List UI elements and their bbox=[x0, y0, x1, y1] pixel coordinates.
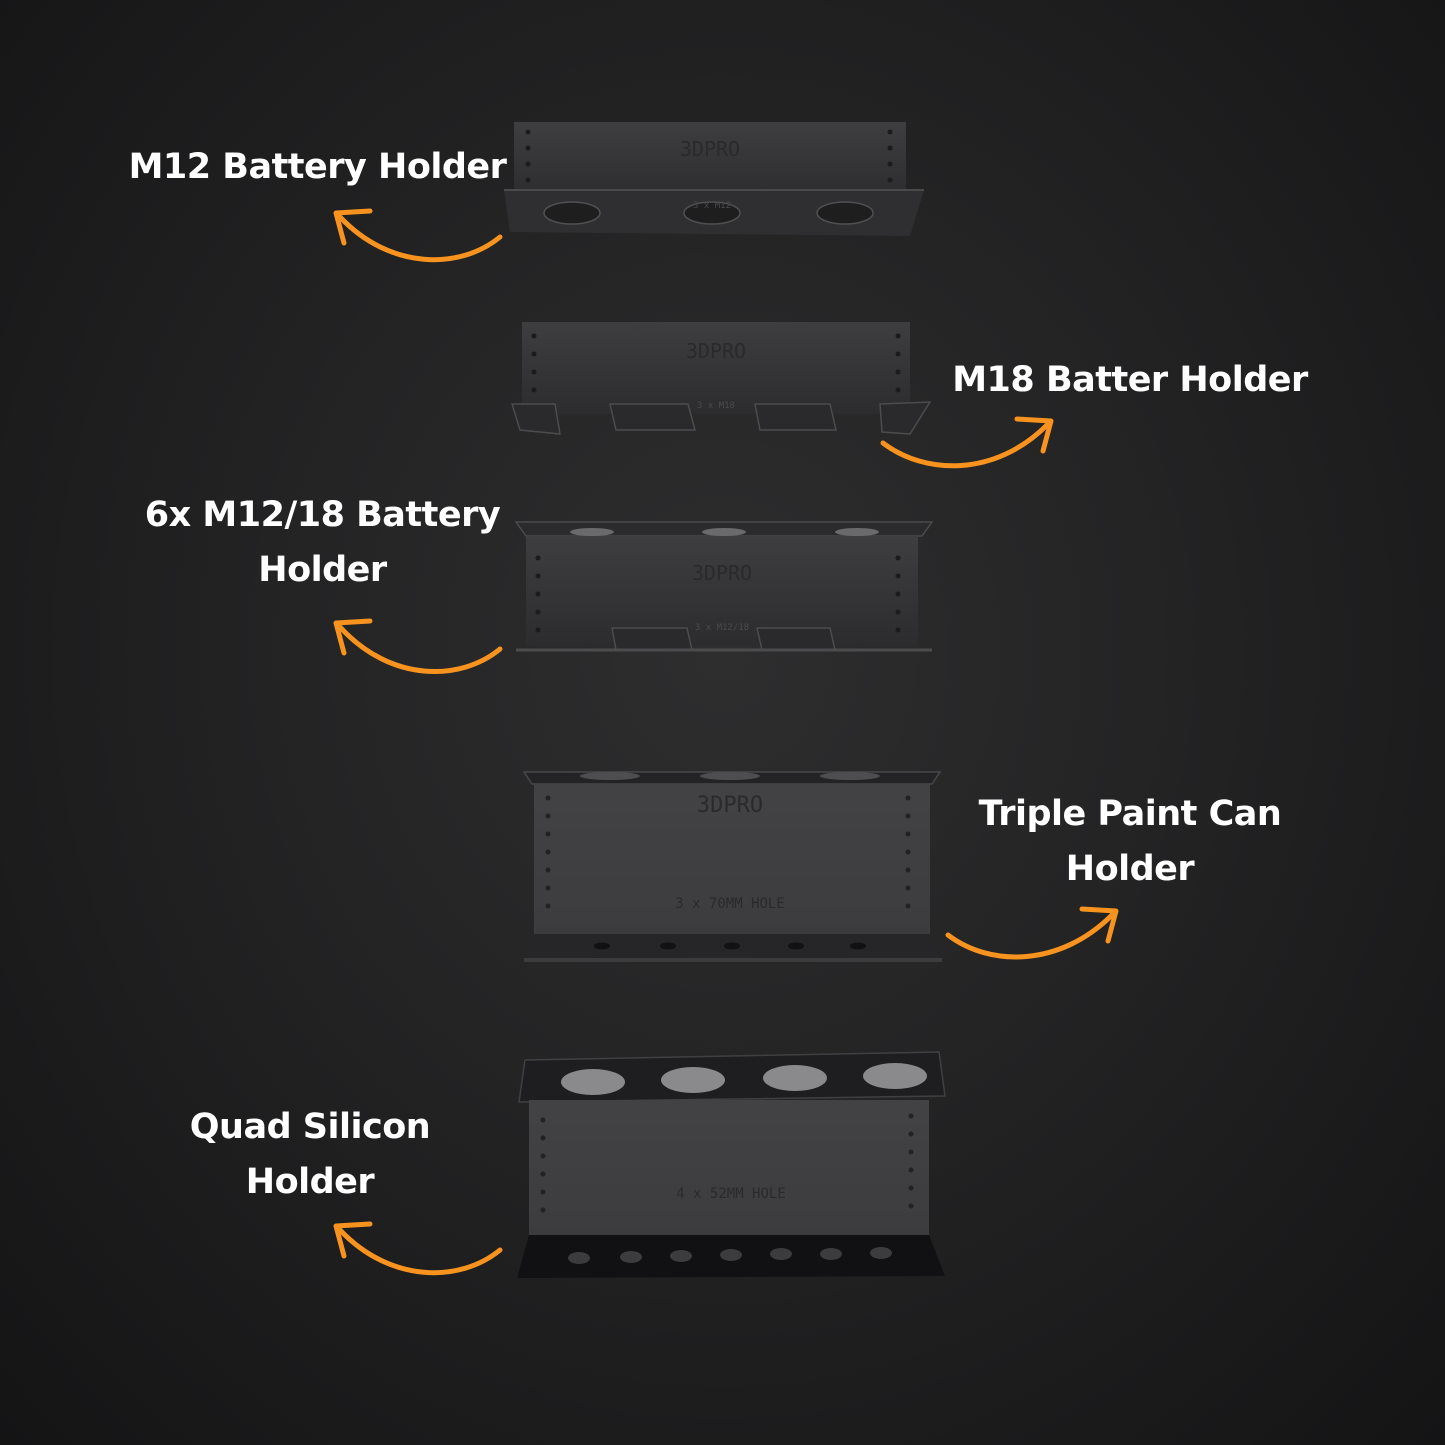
product-image-m12-holder: 3DPRO 3 x M12 bbox=[504, 122, 924, 236]
engraving-brand-m12: 3DPRO bbox=[680, 137, 740, 161]
label-quad-silicon-holder: Quad Silicon Holder bbox=[189, 1107, 431, 1202]
engraving-6x: 3 x M12/18 bbox=[695, 623, 749, 633]
engraving-m18: 3 x M18 bbox=[697, 401, 735, 411]
curved-arrow-icon-paint bbox=[945, 906, 1119, 960]
curved-arrow-icon-m12 bbox=[333, 208, 503, 263]
product-image-6x-holder: 3DPRO 3 x M12/18 bbox=[514, 521, 934, 652]
engraving-m12: 3 x M12 bbox=[693, 201, 731, 211]
engraving-brand-6x: 3DPRO bbox=[692, 561, 752, 585]
engraving-quad: 4 x 52MM HOLE bbox=[676, 1186, 786, 1202]
engraving-brand-paint: 3DPRO bbox=[697, 793, 763, 818]
curved-arrow-icon-quad bbox=[333, 1221, 503, 1276]
label-m12-battery-holder: M12 Battery Holder bbox=[128, 147, 507, 187]
product-image-m18-holder: 3DPRO 3 x M18 bbox=[510, 322, 932, 435]
product-image-quad-silicon-holder: 4 x 52MM HOLE bbox=[517, 1051, 946, 1278]
engraving-brand-m18: 3DPRO bbox=[686, 339, 746, 363]
curved-arrow-icon-m18 bbox=[880, 416, 1054, 469]
engraving-paint: 3 x 70MM HOLE bbox=[675, 896, 785, 912]
product-image-triple-paint-can-holder: 3DPRO 3 x 70MM HOLE bbox=[522, 771, 942, 962]
curved-arrow-icon-6x bbox=[333, 618, 503, 674]
label-m18-battery-holder: M18 Batter Holder bbox=[952, 360, 1308, 400]
label-triple-paint-can-holder: Triple Paint Can Holder bbox=[978, 794, 1282, 889]
label-6x-battery-holder: 6x M12/18 Battery Holder bbox=[144, 495, 501, 590]
